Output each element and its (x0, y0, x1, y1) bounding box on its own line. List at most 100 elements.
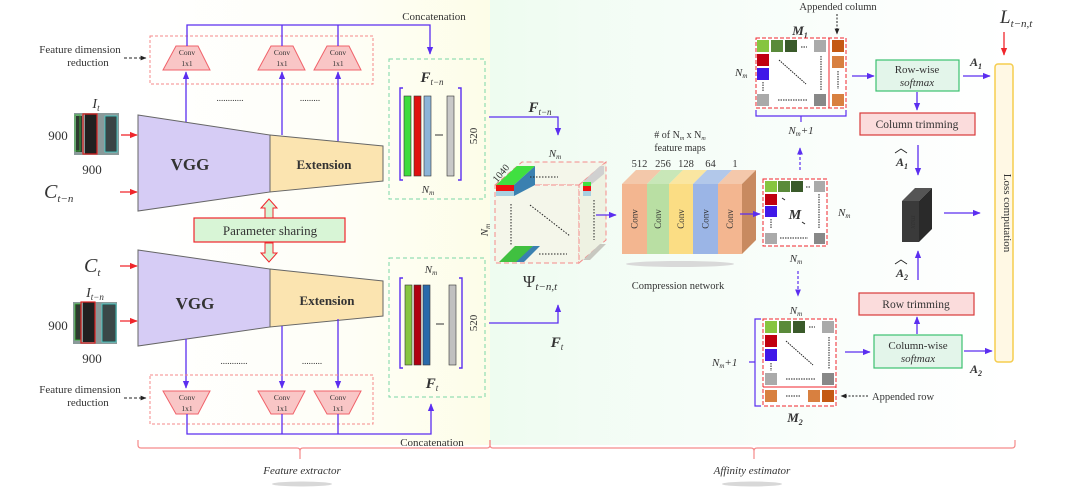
max-label: max (909, 215, 918, 229)
compression-layer-label: Conv (725, 209, 735, 229)
fdr-label-top-1: Feature dimension (39, 44, 121, 56)
matrix-m2-brace (749, 318, 761, 407)
svg-text:Conv: Conv (274, 393, 291, 402)
a2-hat-caret (894, 259, 908, 265)
matrix-m1-label: M1 (791, 23, 808, 40)
compression-layer-top-5 (718, 170, 756, 184)
parameter-sharing-label: Parameter sharing (223, 223, 318, 238)
dots-top-2: ......... (300, 93, 320, 103)
compression-layer-2 (647, 184, 669, 254)
a1-label: A1 (969, 55, 982, 71)
arrow-ft-n-to-psi (489, 116, 562, 136)
image-height-top: 900 (48, 128, 68, 143)
compression-layer-4 (693, 184, 718, 254)
compression-caption: Compression network (632, 281, 725, 292)
extension-block-bottom (269, 268, 384, 328)
matrix-m2-label: M2 (786, 410, 803, 427)
image-width-bottom: 900 (82, 351, 102, 366)
feature-label-top: Ft−n (419, 70, 444, 87)
feature-extractor-label: Feature extractor (262, 465, 341, 477)
loss-computation-label: Loss computation (1001, 174, 1013, 253)
fdr-label-bottom-2: reduction (67, 397, 109, 409)
dots-bottom-1: ............ (221, 356, 248, 366)
compression-title-2: feature maps (654, 143, 705, 154)
matrix-m2-n-top: Nm (789, 305, 802, 318)
loss-computation-box (994, 63, 1014, 363)
feature-dim-top: 520 (468, 127, 480, 144)
matrix-m-label: M (788, 208, 802, 223)
channel-count-label: 128 (678, 159, 694, 170)
vgg-label-bottom: VGG (176, 294, 215, 313)
svg-text:1x1: 1x1 (181, 59, 193, 68)
conv1x1-bottom-2: Conv 1x1 (257, 390, 306, 415)
row-trimming-box (858, 292, 975, 316)
conv1x1-bottom-1: Conv 1x1 (162, 390, 211, 415)
column-trimming-box (859, 112, 976, 136)
vgg-label-top: VGG (171, 155, 210, 174)
conv1x1-top-1: Conv 1x1 (162, 45, 211, 71)
conv1x1-top-2: Conv 1x1 (257, 45, 306, 71)
compression-side-face (742, 170, 756, 254)
arrow-ft-to-psi (489, 304, 562, 324)
input-image-bottom (73, 301, 117, 344)
matrix-m-n-side: Nm (837, 207, 850, 220)
feature-box-top (388, 58, 486, 200)
compression-layer-top-2 (647, 170, 683, 184)
psi-tensor-cube (493, 160, 608, 265)
concat-line-bottom (186, 403, 435, 435)
feature-box-bottom (388, 257, 486, 398)
psi-n-side: Nm (479, 224, 492, 237)
compression-layer-top-3 (669, 170, 707, 184)
extension-label-top: Extension (297, 157, 353, 172)
a2-hat-label: A2 (895, 266, 908, 282)
matrix-m1-size: Nm+1 (787, 125, 813, 138)
conv1x1-bottom-3: Conv 1x1 (313, 390, 362, 415)
col-softmax-box (873, 334, 963, 369)
max-block (902, 188, 932, 242)
row-softmax-line1: Row-wise (895, 64, 940, 76)
svg-text:1x1: 1x1 (181, 404, 193, 413)
compression-title-1: # of Nm x Nm (654, 130, 706, 142)
c-label-bottom: Ct (84, 255, 101, 279)
col-softmax-line1: Column-wise (888, 340, 947, 352)
affinity-estimator-label: Affinity estimator (713, 465, 791, 477)
matrix-m-n-bottom: Nm (789, 253, 802, 266)
feature-n-bottom: Nm (424, 264, 437, 277)
extension-label-bottom: Extension (300, 293, 356, 308)
column-trimming-label: Column trimming (876, 119, 959, 131)
image-label-bottom: It−n (85, 286, 104, 302)
svg-text:Conv: Conv (179, 393, 196, 402)
fdr-label-top-2: reduction (67, 57, 109, 69)
input-image-top (74, 113, 119, 155)
channel-count-label: 64 (705, 159, 716, 170)
a1-hat-label: A1 (895, 155, 908, 171)
feature-columns-top (399, 87, 462, 181)
matrix-m1-brace (755, 110, 847, 122)
matrix-m1-n-side: Nm (734, 67, 747, 80)
fdr-box-bottom (149, 374, 374, 425)
compression-layer-label: Conv (676, 209, 686, 229)
fdr-label-bottom-1: Feature dimension (39, 384, 121, 396)
concat-line-top (186, 24, 434, 55)
image-height-bottom: 900 (48, 318, 68, 333)
psi-input-top-label: Ft−n (527, 100, 552, 117)
a2-label: A2 (969, 362, 982, 378)
svg-text:1x1: 1x1 (276, 59, 288, 68)
channel-count-label: 512 (632, 159, 648, 170)
svg-text:1x1: 1x1 (276, 404, 288, 413)
loss-input-label: Lt−n,t (999, 7, 1033, 30)
psi-n-top: Nm (548, 148, 561, 161)
channel-count-label: 1 (732, 159, 737, 170)
feature-columns-bottom (399, 277, 463, 369)
feature-dim-bottom: 520 (468, 314, 480, 331)
matrix-m1 (755, 37, 847, 109)
compression-layer-top-1 (622, 170, 661, 184)
dots-bottom-2: ......... (302, 356, 322, 366)
svg-text:Conv: Conv (274, 48, 291, 57)
appended-row-label: Appended row (872, 392, 935, 403)
col-softmax-line2: softmax (901, 353, 935, 365)
row-softmax-line2: softmax (900, 77, 934, 89)
